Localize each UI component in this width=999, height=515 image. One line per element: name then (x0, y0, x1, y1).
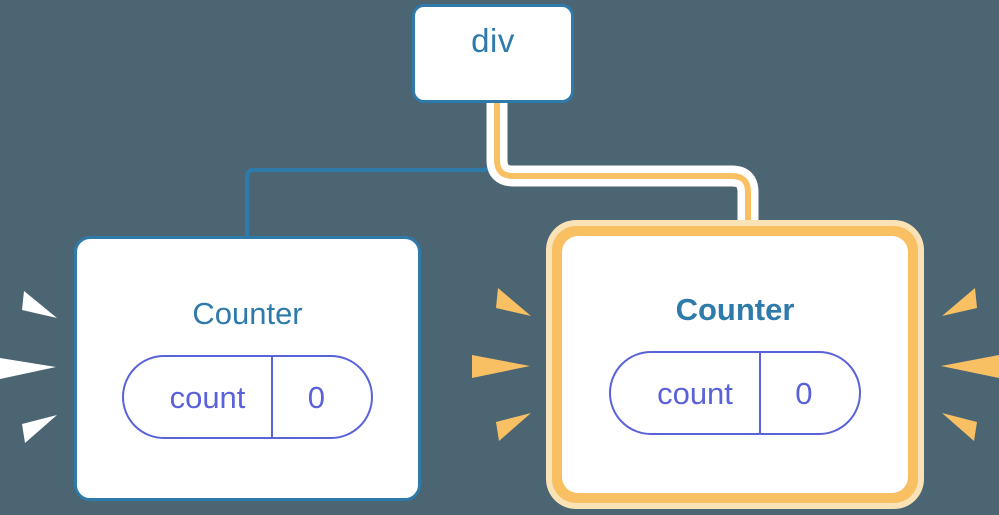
sparkle-ray-icon (496, 288, 531, 316)
sparkle-ray-icon (472, 355, 530, 378)
state-pill-left[interactable]: count 0 (121, 355, 374, 439)
state-key-right: count (657, 375, 733, 411)
sparkle-ray-icon (942, 288, 977, 316)
sparkle-left-counter (0, 291, 57, 443)
node-counter-right[interactable]: Counter count 0 (562, 236, 908, 493)
state-pill-right[interactable]: count 0 (609, 351, 861, 435)
node-counter-left[interactable]: Counter count 0 (74, 236, 421, 501)
node-counter-left-label: Counter (192, 296, 303, 331)
sparkle-ray-icon (496, 413, 531, 441)
sparkle-right-counter-left (472, 288, 531, 441)
node-counter-right-label: Counter (675, 292, 795, 327)
sparkle-ray-icon (22, 291, 57, 318)
sparkle-ray-icon (0, 358, 56, 379)
node-counter-right-highlight: Counter count 0 (546, 220, 924, 509)
sparkle-right-counter-right (941, 288, 999, 441)
state-value-left: 0 (271, 357, 371, 437)
edge-div-to-right-counter (494, 102, 751, 236)
node-div-label: div (471, 22, 515, 59)
sparkle-ray-icon (942, 413, 977, 441)
node-counter-right-ring: Counter count 0 (552, 226, 918, 503)
state-key-left: count (169, 379, 246, 415)
node-div[interactable]: div (412, 4, 574, 103)
sparkle-ray-icon (941, 355, 999, 378)
sparkle-ray-icon (22, 415, 57, 443)
state-value-right: 0 (758, 353, 859, 433)
